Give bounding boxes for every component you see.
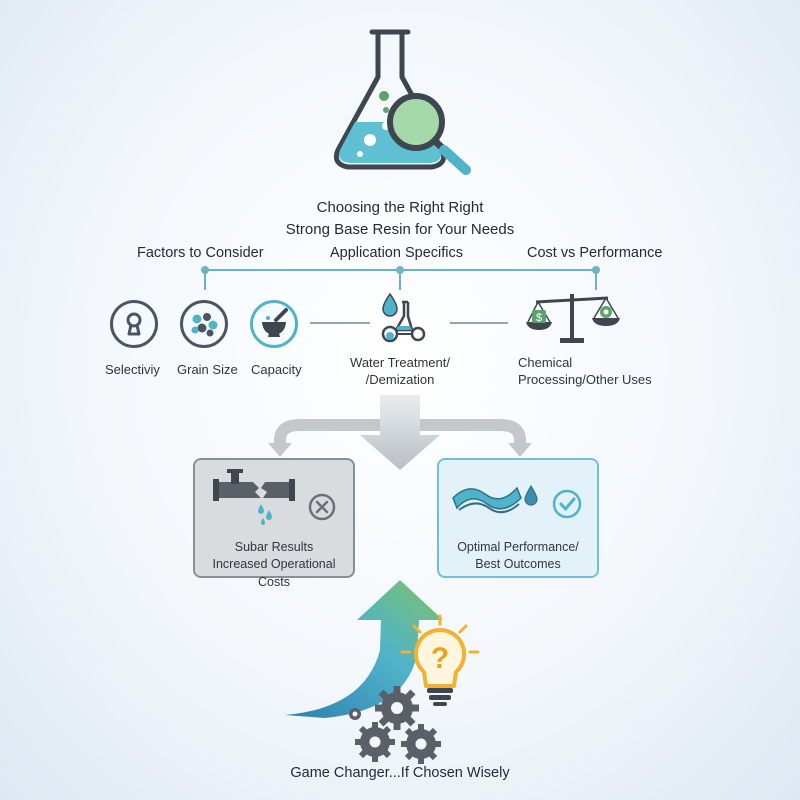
outcome-bad-line-2: Increased Operational Costs xyxy=(212,557,336,589)
factor-selectivity-label: Selectiviy xyxy=(105,362,160,377)
connector-lines xyxy=(201,266,600,324)
water-drop-flasks-icon xyxy=(381,292,426,343)
lightbulb-question-icon: ? xyxy=(400,614,480,706)
header-factors: Factors to Consider xyxy=(137,245,264,261)
factor-capacity-label: Capacity xyxy=(251,362,302,377)
svg-text:?: ? xyxy=(431,642,449,675)
mortar-bowl-icon xyxy=(250,300,298,348)
outcome-bad-line-1: Subar Results xyxy=(234,540,314,554)
beads-icon xyxy=(180,300,228,348)
header-application: Application Specifics xyxy=(330,245,463,261)
cost-line-2: Processing/Other Uses xyxy=(518,372,652,387)
factor-grain-size-label: Grain Size xyxy=(177,362,238,377)
broken-pipe-icon xyxy=(213,469,295,525)
title-line-1: Choosing the Right Right xyxy=(316,199,484,216)
x-circle-icon xyxy=(308,493,336,521)
outcome-good-line-2: Best Outcomes xyxy=(475,557,561,571)
gears-icon xyxy=(349,686,441,764)
keyhole-icon xyxy=(110,300,158,348)
check-circle-icon xyxy=(552,489,582,519)
outcome-good-line-1: Optimal Performance/ xyxy=(457,540,579,554)
application-line-1: Water Treatment/ xyxy=(350,355,450,370)
outcome-bad-card: Subar Results Increased Operational Cost… xyxy=(193,458,355,589)
cost-line-1: Chemical xyxy=(518,355,573,370)
footer-caption: Game Changer...If Chosen Wisely xyxy=(290,765,510,781)
application-line-2: /Demization xyxy=(365,372,435,387)
svg-text:$: $ xyxy=(536,312,542,324)
header-cost: Cost vs Performance xyxy=(527,245,663,261)
water-wave-icon xyxy=(452,484,538,514)
title-line-2: Strong Base Resin for Your Needs xyxy=(285,221,515,238)
outcome-good-card: Optimal Performance/ Best Outcomes xyxy=(437,458,599,578)
growth-arrow-icon xyxy=(285,580,443,718)
balance-scale-icon: $ xyxy=(526,294,620,343)
flask-magnifier-icon xyxy=(333,29,471,175)
split-arrow-icon xyxy=(268,395,532,470)
